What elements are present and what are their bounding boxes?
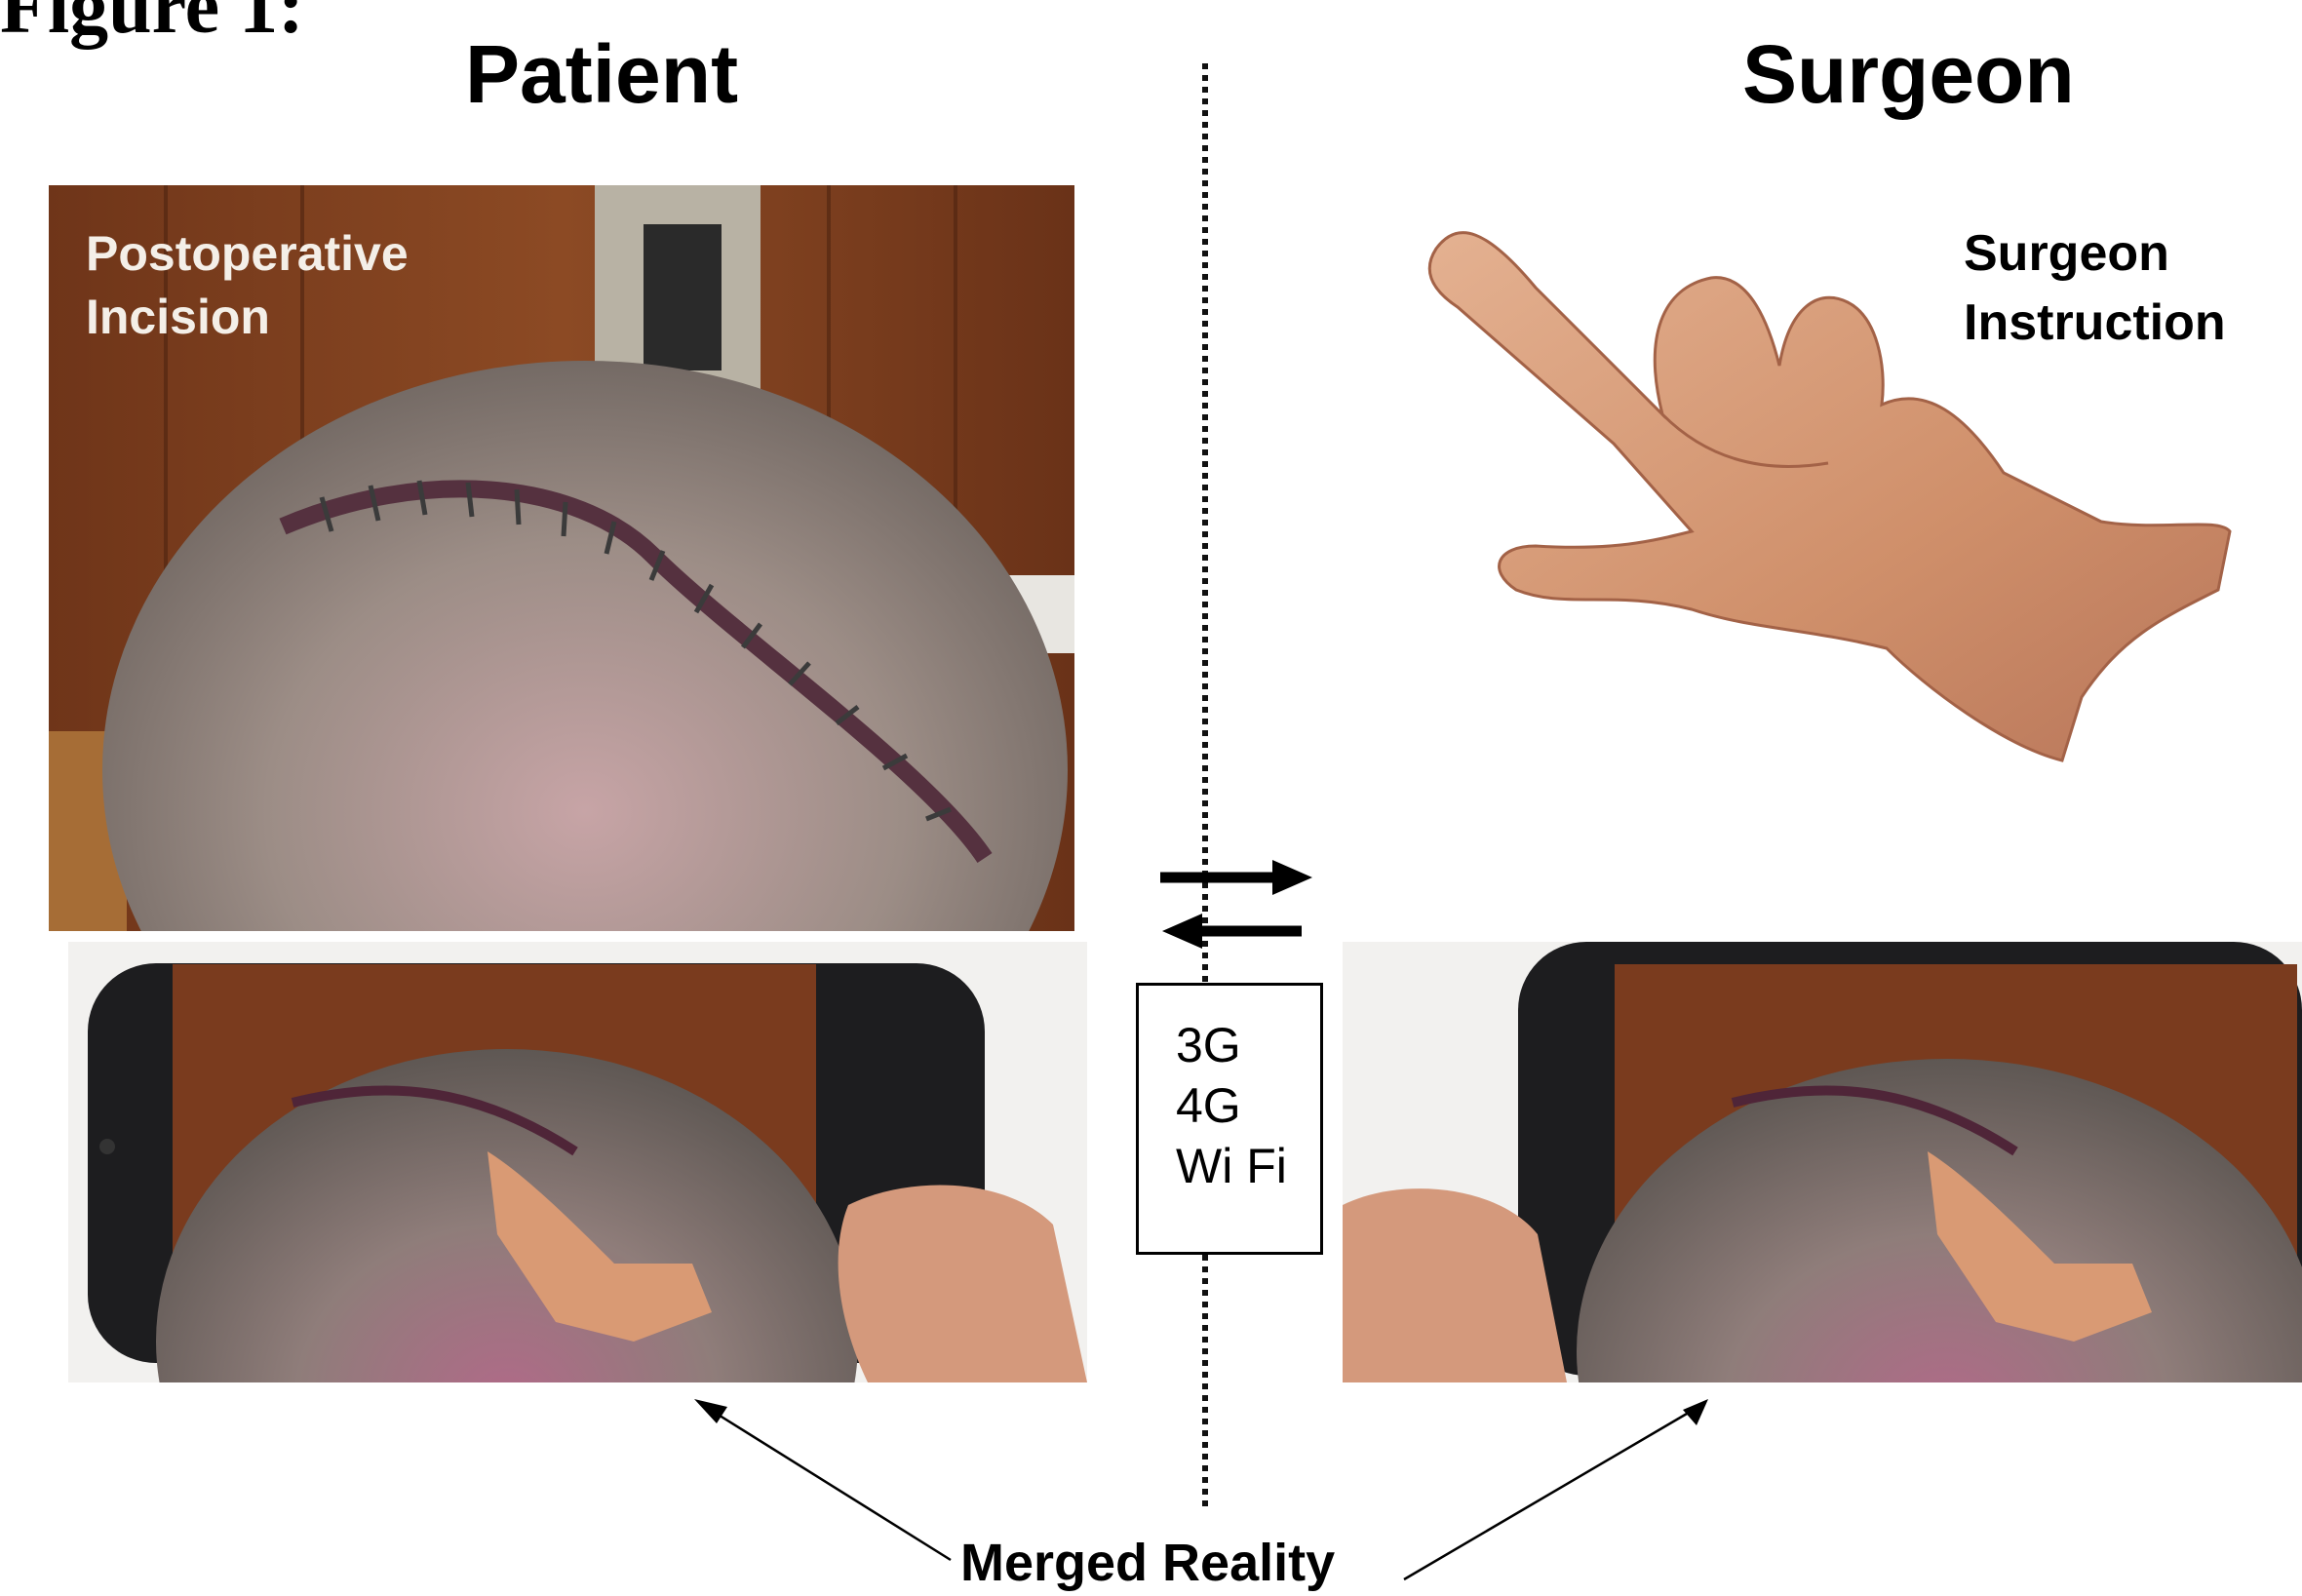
- network-wifi: Wi Fi: [1176, 1136, 1320, 1196]
- merged-arrow-right: [1404, 1399, 1708, 1579]
- network-box: 3G 4G Wi Fi: [1136, 983, 1323, 1255]
- figure-label: Figure 1:: [0, 0, 304, 52]
- phone-icon-right: [1343, 942, 2302, 1382]
- postoperative-incision-label: Postoperative Incision: [86, 222, 409, 349]
- patient-title: Patient: [465, 27, 738, 122]
- patient-phone-photo: [68, 942, 1087, 1382]
- left-arrow-icon: [1162, 914, 1302, 949]
- merged-arrow-left: [694, 1399, 951, 1560]
- surgeon-phone-photo: [1343, 942, 2302, 1382]
- network-4g: 4G: [1176, 1075, 1320, 1136]
- network-3g: 3G: [1176, 1015, 1320, 1075]
- surgeon-instruction-label: Surgeon Instruction: [1964, 219, 2226, 357]
- merged-reality-label: Merged Reality: [960, 1533, 1335, 1593]
- patient-incision-photo: Postoperative Incision: [49, 185, 1074, 931]
- phone-icon: [68, 942, 1087, 1382]
- right-arrow-icon: [1160, 860, 1312, 895]
- surgeon-title: Surgeon: [1742, 27, 2075, 122]
